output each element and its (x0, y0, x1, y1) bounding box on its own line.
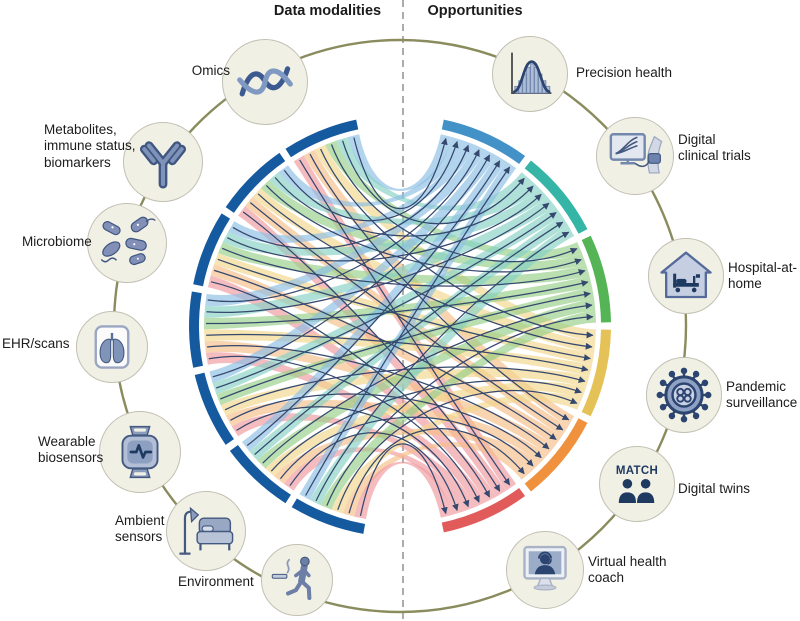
node-coach (506, 531, 584, 609)
microbes-icon (100, 216, 156, 266)
node-ambient (166, 491, 246, 571)
modality-label-ehr: EHR/scans (2, 336, 70, 351)
left-column-header: Data modalities (273, 3, 382, 19)
node-microbiome (87, 203, 167, 283)
coach-monitor-icon (523, 545, 567, 591)
smartwatch-icon (121, 425, 159, 479)
opportunity-label-coach: Virtual health coach (588, 554, 667, 586)
node-trials (596, 117, 674, 195)
opportunity-label-precision: Precision health (576, 65, 673, 80)
bed-lamp-icon (179, 506, 234, 555)
opportunity-label-pandemic: Pandemic surveillance (726, 379, 798, 411)
modality-label-microbiome: Microbiome (22, 234, 92, 249)
dna-icon (237, 66, 293, 97)
modality-label-wearable: Wearable biosensors (38, 434, 104, 466)
modality-label-ambient: Ambient sensors (115, 513, 165, 545)
right-column-header: Opportunities (427, 3, 523, 19)
monitor-trials-icon (609, 133, 663, 174)
node-omics (222, 39, 308, 125)
house-bed-icon (660, 251, 712, 299)
opportunity-label-hospital: Hospital-at- home (728, 260, 798, 292)
opportunity-label-trials: Digital clinical trials (678, 132, 751, 164)
chord-ribbons (204, 134, 596, 519)
histogram-icon (511, 52, 552, 95)
twins-icon (618, 479, 655, 503)
opportunity-arc-segments (441, 119, 611, 533)
node-environment (261, 544, 333, 616)
modality-arc-segments (189, 119, 366, 534)
node-ehr (76, 311, 148, 383)
match-badge: MATCH (615, 465, 659, 477)
node-precision (492, 36, 568, 112)
lungs-scan-icon (94, 325, 130, 369)
virus-icon (655, 367, 713, 424)
node-wearable (99, 411, 181, 493)
node-metabolites (123, 122, 203, 202)
flow-arrows (205, 137, 594, 517)
modality-label-environment: Environment (178, 574, 254, 589)
modality-label-metabolites: Metabolites, immune status, biomarkers (44, 122, 136, 170)
modality-label-omics: Omics (191, 63, 230, 78)
node-hospital (648, 238, 724, 314)
antibody-icon (139, 141, 187, 189)
node-twins: MATCH (599, 446, 675, 522)
opportunity-label-twins: Digital twins (678, 481, 751, 496)
node-pandemic (646, 357, 722, 433)
runner-smoke-icon (271, 556, 312, 601)
